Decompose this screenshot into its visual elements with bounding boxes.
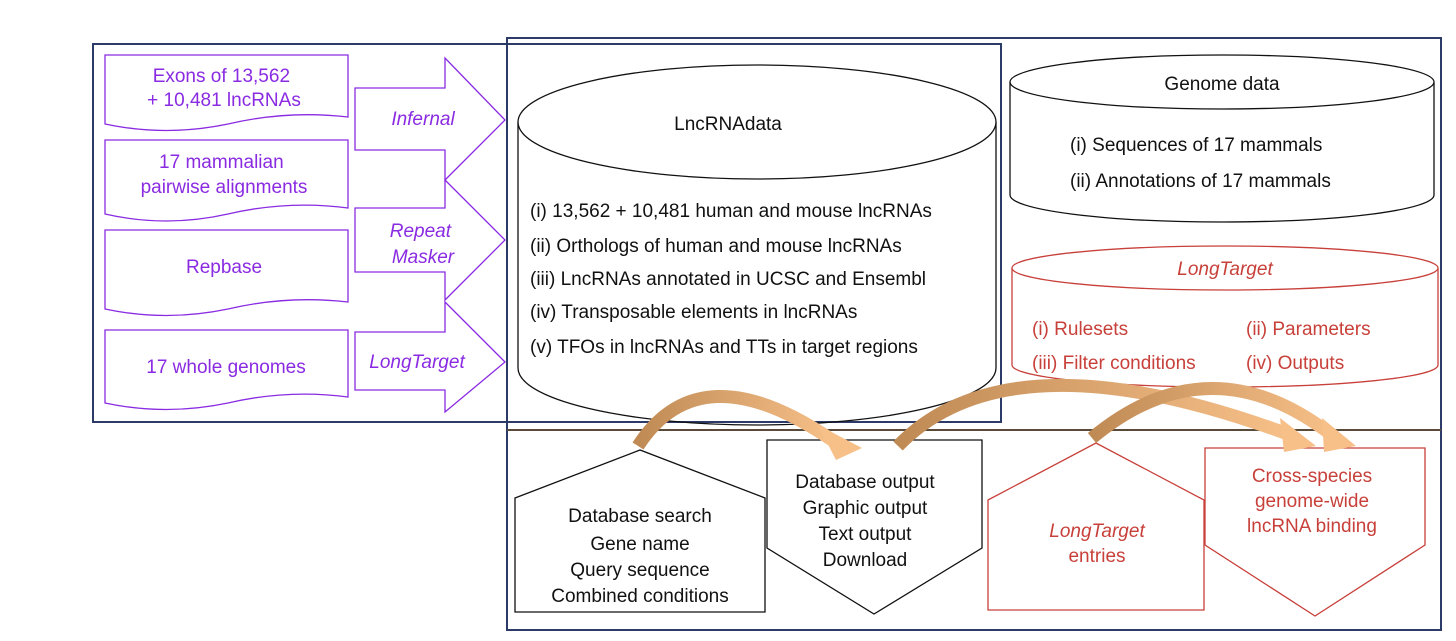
longtarget-cylinder-top bbox=[1011, 245, 1439, 291]
curved-arrow-output-to-cross bbox=[893, 378, 1296, 451]
tool-labels: Infernal Repeat Masker LongTarget bbox=[369, 109, 465, 373]
repeatmasker-arrow bbox=[354, 178, 506, 302]
input-label-genomes: 17 whole genomes bbox=[146, 357, 306, 378]
longtarget-item-3: (iii) Filter conditions bbox=[1032, 353, 1196, 374]
lt-entries-label-1: LongTarget bbox=[1049, 521, 1145, 542]
genome-item-2: (ii) Annotations of 17 mammals bbox=[1070, 171, 1331, 192]
genome-cylinder-top bbox=[1009, 54, 1435, 110]
lncrnadata-item-4: (iv) Transposable elements in lncRNAs bbox=[530, 302, 857, 323]
lncrnadata-item-2: (ii) Orthologs of human and mouse lncRNA… bbox=[530, 236, 902, 257]
curved-arrow-heads bbox=[818, 418, 1356, 460]
db-output-label-4: Download bbox=[823, 550, 908, 571]
longtarget-item-2: (ii) Parameters bbox=[1246, 319, 1371, 340]
input-doc-repbase bbox=[104, 229, 349, 317]
input-region-frame bbox=[92, 43, 1002, 423]
cross-species-pentagon bbox=[1204, 447, 1426, 617]
input-doc-alignments bbox=[104, 139, 349, 222]
cross-species-label-3: lncRNA binding bbox=[1247, 516, 1377, 537]
search-label-1: Database search bbox=[568, 506, 712, 527]
lncrnadata-item-1: (i) 13,562 + 10,481 human and mouse lncR… bbox=[530, 201, 932, 222]
longtarget-arrow bbox=[354, 300, 506, 414]
tool-label-infernal: Infernal bbox=[391, 109, 455, 130]
arrowhead-cross-a bbox=[1280, 418, 1316, 452]
db-output-label-3: Text output bbox=[819, 524, 913, 545]
db-output-label-1: Database output bbox=[795, 472, 935, 493]
longtarget-items: (i) Rulesets (ii) Parameters (iii) Filte… bbox=[1032, 319, 1371, 374]
curved-arrows bbox=[632, 378, 1337, 451]
input-documents bbox=[104, 54, 349, 411]
lncrnadata-cylinder-top bbox=[517, 64, 997, 180]
genome-item-1: (i) Sequences of 17 mammals bbox=[1070, 135, 1322, 156]
lt-entries-labels: LongTarget entries bbox=[1049, 521, 1145, 567]
input-label-alignments: 17 mammalian pairwise alignments bbox=[141, 152, 308, 198]
genome-cylinder bbox=[1009, 82, 1435, 223]
lt-entries-label-2: entries bbox=[1068, 546, 1125, 567]
cross-species-labels: Cross-species genome-wide lncRNA binding bbox=[1247, 466, 1377, 537]
input-doc-exons bbox=[104, 54, 349, 132]
longtarget-item-4: (iv) Outputs bbox=[1246, 353, 1344, 374]
arrowhead-cross-b bbox=[1322, 418, 1356, 452]
database-region-frame bbox=[506, 37, 1442, 631]
db-output-labels: Database output Graphic output Text outp… bbox=[795, 472, 935, 571]
lncrnadata-item-3: (iii) LncRNAs annotated in UCSC and Ense… bbox=[530, 269, 926, 290]
tool-arrows bbox=[354, 56, 506, 414]
lncrnadata-item-5: (v) TFOs in lncRNAs and TTs in target re… bbox=[530, 337, 918, 358]
longtarget-title: LongTarget bbox=[1177, 259, 1273, 280]
cross-species-label-1: Cross-species bbox=[1252, 466, 1372, 487]
arrowhead-output bbox=[818, 425, 862, 460]
search-labels: Database search Gene name Query sequence… bbox=[551, 506, 728, 607]
db-output-pentagon bbox=[766, 439, 983, 615]
input-label-exons: Exons of 13,562 + 10,481 lncRNAs bbox=[147, 66, 301, 111]
genome-title: Genome data bbox=[1164, 74, 1280, 95]
search-pentagon bbox=[514, 449, 766, 613]
input-doc-genomes bbox=[104, 329, 349, 411]
lt-entries-pentagon bbox=[987, 442, 1205, 611]
infernal-arrow bbox=[354, 56, 506, 182]
curved-arrow-entries-to-cross bbox=[1087, 382, 1337, 444]
input-label-repbase: Repbase bbox=[186, 257, 262, 278]
curved-arrow-search-to-output bbox=[632, 390, 836, 450]
lncrnadata-title: LncRNAdata bbox=[674, 114, 782, 135]
search-label-2: Gene name bbox=[590, 534, 689, 555]
cross-species-label-2: genome-wide bbox=[1255, 491, 1369, 512]
input-labels: Exons of 13,562 + 10,481 lncRNAs 17 mamm… bbox=[141, 66, 308, 378]
db-output-label-2: Graphic output bbox=[803, 498, 928, 519]
tool-label-repeatmasker: Repeat Masker bbox=[390, 221, 457, 268]
tool-label-longtarget: LongTarget bbox=[369, 352, 465, 373]
search-label-3: Query sequence bbox=[570, 560, 709, 581]
longtarget-item-1: (i) Rulesets bbox=[1032, 319, 1128, 340]
genome-items: (i) Sequences of 17 mammals (ii) Annotat… bbox=[1070, 135, 1331, 192]
search-label-4: Combined conditions bbox=[551, 586, 728, 607]
lncrnadata-items: (i) 13,562 + 10,481 human and mouse lncR… bbox=[530, 201, 932, 358]
